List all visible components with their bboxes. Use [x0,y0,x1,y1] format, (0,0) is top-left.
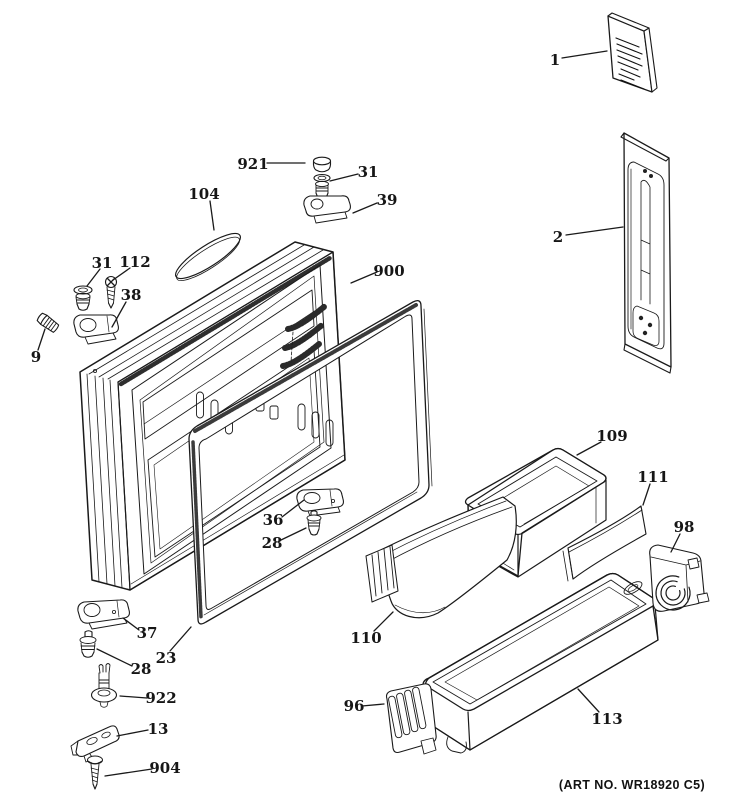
callout-leader-900-6 [350,271,378,284]
part-instruction-label [607,12,658,93]
callout-label-13-17: 13 [148,720,169,738]
part-bracket-39 [303,195,351,224]
callout-leader-98-21 [670,533,681,553]
part-cap-921 [312,156,332,173]
callout-label-31-3: 31 [358,163,379,181]
part-end-cap-96 [385,683,437,755]
callout-label-111-20: 111 [637,468,668,486]
part-stud-9 [36,312,60,333]
part-divider-111 [562,505,647,582]
callout-label-23-13: 23 [156,649,177,667]
part-recess-panel [620,132,672,374]
callout-label-31-7: 31 [92,254,113,272]
callout-leader-13-17 [116,729,149,737]
part-bracket-13 [70,725,120,763]
callout-label-38-9: 38 [121,286,142,304]
part-freezer-door [79,241,346,591]
art-number-text: (ART NO. WR18920 C5) [559,778,705,792]
callout-label-113-24: 113 [591,710,622,728]
callout-leader-112-8 [112,267,131,281]
callout-label-2-1: 2 [553,228,563,246]
part-nameplate-oval [175,232,241,281]
part-plug-31-left [73,285,93,311]
callout-leader-1-0 [561,50,608,59]
callout-leader-96-23 [361,703,385,707]
callout-label-904-18: 904 [149,759,180,777]
part-plug-28-lower [79,630,97,658]
part-screw-112 [104,275,118,309]
callout-label-37-14: 37 [137,624,158,642]
callout-label-96-23: 96 [344,697,365,715]
callout-label-109-19: 109 [596,427,627,445]
callout-leader-9-10 [37,328,46,351]
callout-label-28-15: 28 [131,660,152,678]
callout-label-36-11: 36 [263,511,284,529]
callout-leader-36-11 [281,499,305,518]
callout-leader-23-13 [169,626,192,652]
part-coil-module-98 [649,544,710,612]
callout-leader-110-22 [373,611,394,632]
callout-label-900-6: 900 [373,262,404,280]
part-push-pin-922 [90,663,118,708]
part-door-gasket [188,300,433,625]
part-plug-31-top [313,173,331,200]
part-bracket-36 [296,488,344,517]
callout-label-28-12: 28 [262,534,283,552]
callout-label-98-21: 98 [674,518,695,536]
part-screw-904 [87,755,103,790]
callout-label-9-10: 9 [31,348,41,366]
callout-leader-31-3 [329,173,359,182]
callout-leader-2-1 [565,226,624,236]
callout-leader-904-18 [104,768,153,777]
callout-leader-38-9 [111,301,127,328]
part-plug-28-mid [306,510,322,536]
callout-leader-922-16 [119,695,148,699]
callout-label-921-2: 921 [237,155,268,173]
callout-leader-28-15 [96,648,133,667]
callout-label-112-8: 112 [119,253,150,271]
callout-leader-111-20 [642,483,651,506]
part-door-shelf-110 [365,496,517,619]
callout-label-39-4: 39 [377,191,398,209]
callout-label-104-5: 104 [188,185,219,203]
callout-label-110-22: 110 [350,629,381,647]
callout-leader-39-4 [352,202,378,214]
callout-leader-28-12 [280,527,307,541]
callout-label-922-16: 922 [145,689,176,707]
part-bracket-37 [77,599,130,630]
callout-leader-31-7 [86,268,101,287]
callout-leader-109-19 [576,441,602,456]
callout-label-1-0: 1 [550,51,560,69]
callout-leader-113-24 [577,688,600,713]
part-door-shelf-113 [422,572,659,754]
part-bracket-38 [73,314,119,345]
callout-leader-104-5 [209,200,215,231]
callout-leader-37-14 [122,617,140,631]
